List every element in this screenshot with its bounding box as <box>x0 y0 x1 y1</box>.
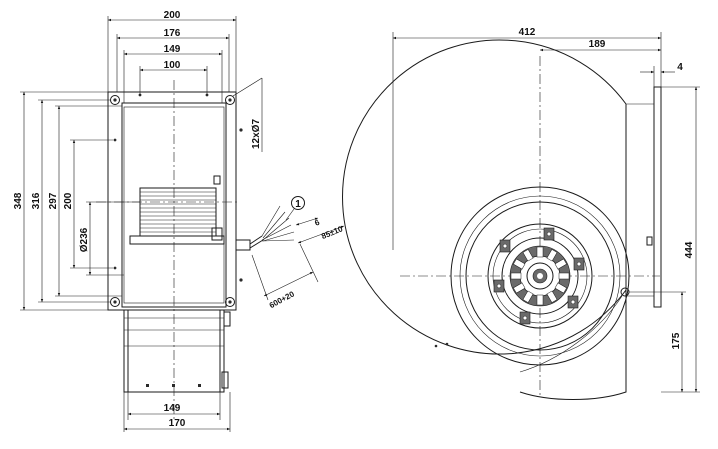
front-view: 1 200 176 149 100 <box>13 10 345 432</box>
dim-297: 297 <box>48 105 122 297</box>
dim-176: 176 <box>116 28 230 92</box>
scroll-housing <box>342 39 627 355</box>
svg-text:200: 200 <box>63 192 74 209</box>
svg-text:176: 176 <box>164 28 181 39</box>
dim-d236: Ø236 <box>79 201 140 276</box>
impeller-side <box>129 175 225 245</box>
mounting-flange <box>107 91 237 311</box>
dim-348: 348 <box>13 91 108 311</box>
dim-hole-callout: 12xØ7 <box>232 77 263 152</box>
motor-spokes <box>510 246 570 306</box>
mounting-lugs <box>493 227 585 325</box>
cable-gland <box>235 205 295 251</box>
dim-149-top: 149 <box>123 44 223 103</box>
dim-170: 170 <box>123 392 231 432</box>
svg-text:149: 149 <box>164 403 181 414</box>
dim-100: 100 <box>139 60 208 95</box>
dim-cable-lead: 85±10 <box>297 224 345 244</box>
svg-text:Ø236: Ø236 <box>79 227 90 252</box>
dim-cable-length: 600+20 <box>251 243 319 310</box>
flange-holes <box>110 93 243 307</box>
svg-text:85±10: 85±10 <box>320 224 344 241</box>
dim-200-vertical: 200 <box>63 139 113 269</box>
svg-text:348: 348 <box>13 192 24 209</box>
dim-200: 200 <box>107 10 237 92</box>
svg-text:1: 1 <box>295 199 301 210</box>
svg-text:175: 175 <box>671 332 682 349</box>
svg-text:170: 170 <box>169 418 186 429</box>
svg-text:100: 100 <box>164 60 181 71</box>
outlet-flange <box>653 86 662 308</box>
dim-cable-strip: 6 <box>295 217 321 228</box>
dim-4: 4 <box>640 62 683 87</box>
side-view: 412 189 4 444 175 <box>342 27 700 401</box>
dim-175: 175 <box>629 291 686 392</box>
dim-149-bottom: 149 <box>127 392 221 420</box>
svg-text:412: 412 <box>519 27 536 38</box>
inlet-ring-outer <box>450 186 630 366</box>
motor <box>487 223 593 329</box>
svg-text:600+20: 600+20 <box>268 289 296 310</box>
outlet-duct <box>123 309 231 393</box>
svg-text:316: 316 <box>31 192 42 209</box>
svg-text:297: 297 <box>48 192 59 209</box>
dim-412: 412 <box>392 27 662 250</box>
cable-marker: 1 <box>285 196 305 221</box>
svg-text:4: 4 <box>677 62 683 73</box>
dim-444: 444 <box>661 86 700 393</box>
svg-text:189: 189 <box>589 39 606 50</box>
dim-316: 316 <box>31 99 110 303</box>
svg-text:12xØ7: 12xØ7 <box>251 119 262 149</box>
svg-text:6: 6 <box>313 217 321 227</box>
svg-text:200: 200 <box>164 10 181 21</box>
svg-text:444: 444 <box>684 241 695 258</box>
svg-text:149: 149 <box>164 44 181 55</box>
dim-189: 189 <box>540 39 661 52</box>
